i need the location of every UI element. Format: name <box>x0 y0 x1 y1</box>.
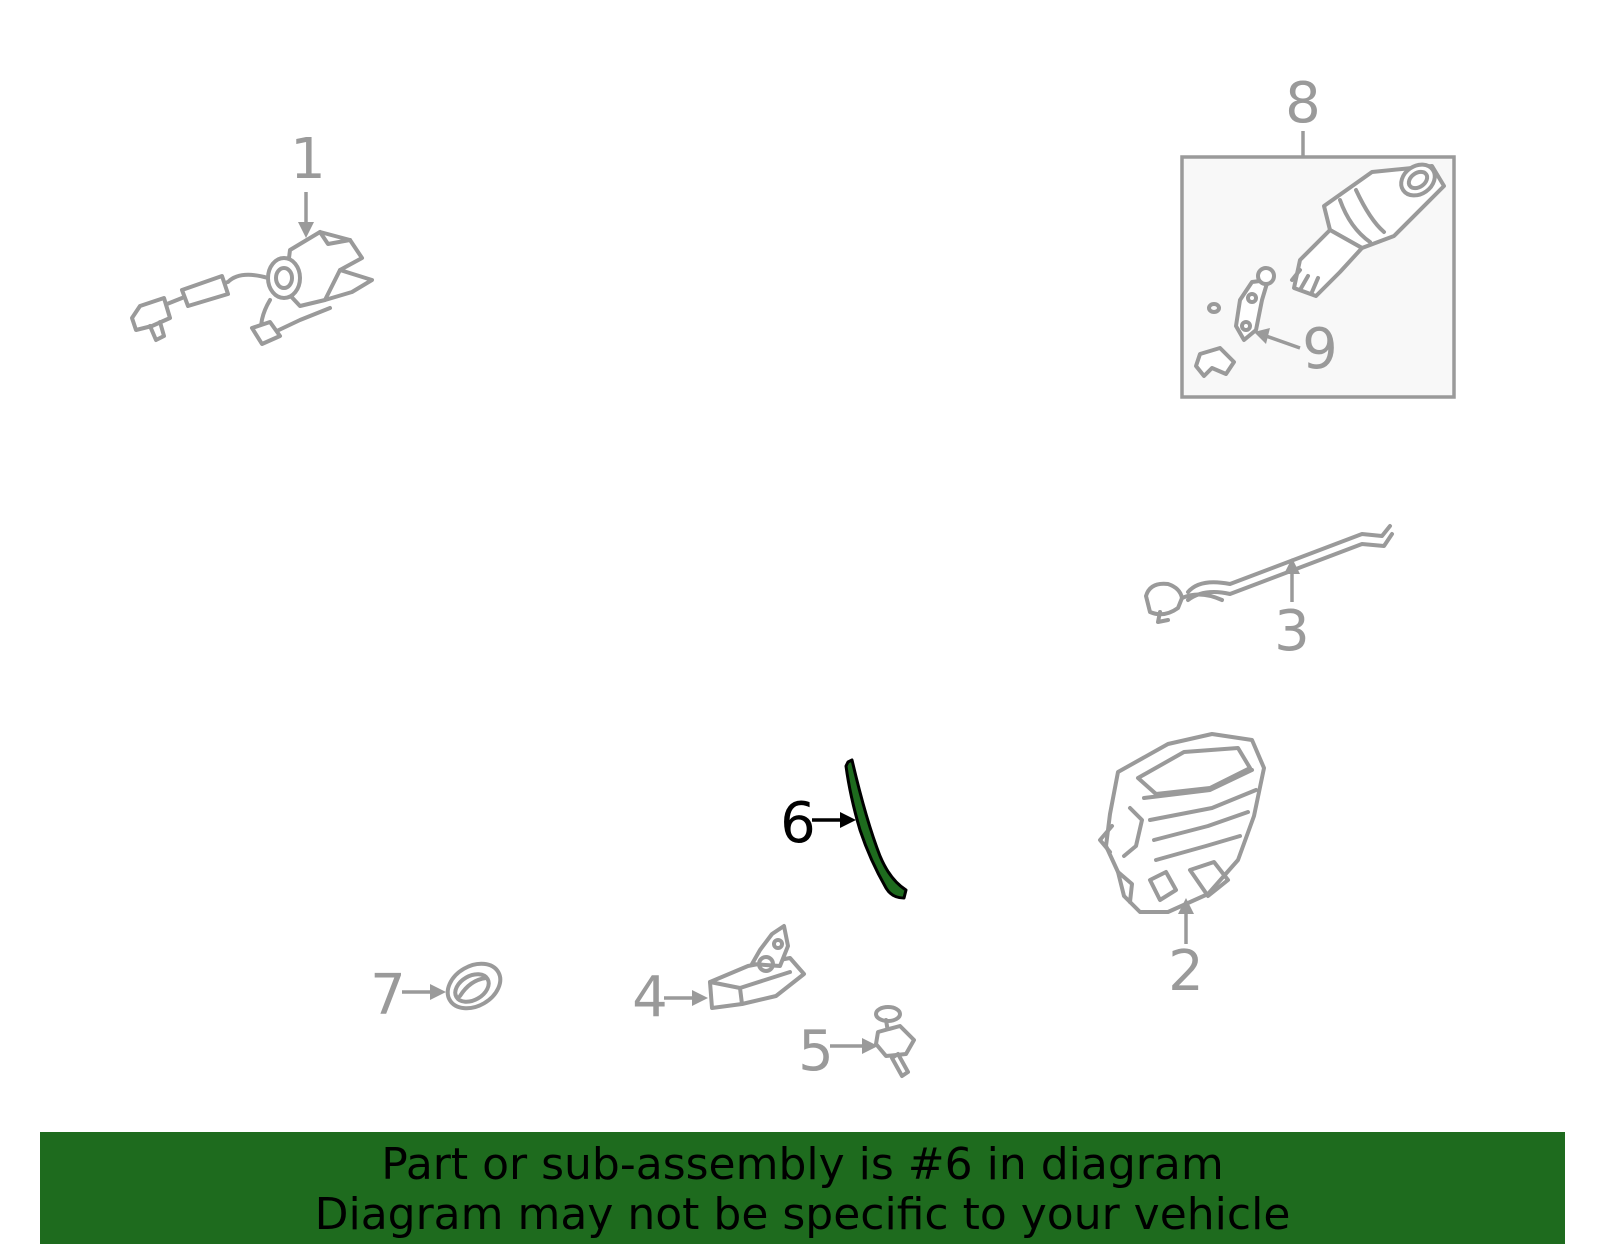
callout-5: 5 <box>798 1019 878 1084</box>
callout-3: 3 <box>1274 558 1310 664</box>
callout-7-label: 7 <box>370 963 406 1028</box>
callout-8: 8 <box>1285 71 1321 136</box>
callout-7: 7 <box>370 963 446 1028</box>
parts-diagram: 1 8 9 3 <box>130 71 1456 1084</box>
banner-line-1: Part or sub-assembly is #6 in diagram <box>381 1139 1224 1190</box>
part-8-illustration[interactable] <box>1290 158 1446 298</box>
callout-9: 9 <box>1254 317 1338 382</box>
callout-5-label: 5 <box>798 1019 834 1084</box>
part-3-illustration[interactable] <box>1144 524 1394 624</box>
callout-2-label: 2 <box>1168 939 1204 1004</box>
callout-4-label: 4 <box>632 965 668 1030</box>
part-7-illustration[interactable] <box>440 955 508 1018</box>
part-2-illustration[interactable] <box>1098 732 1266 914</box>
callout-8-label: 8 <box>1285 71 1321 136</box>
callout-4: 4 <box>632 965 708 1030</box>
part-9-illustration[interactable] <box>1194 266 1276 378</box>
callout-9-label: 9 <box>1302 317 1338 382</box>
callout-1-label: 1 <box>290 127 326 192</box>
part-5-illustration[interactable] <box>874 1005 916 1078</box>
callout-2: 2 <box>1168 898 1204 1004</box>
callout-6: 6 <box>780 791 856 856</box>
part-1-illustration[interactable] <box>130 230 374 346</box>
callout-3-label: 3 <box>1274 599 1310 664</box>
part-4-illustration[interactable] <box>708 924 806 1010</box>
info-banner: Part or sub-assembly is #6 in diagram Di… <box>40 1132 1565 1244</box>
callout-6-label: 6 <box>780 791 816 856</box>
banner-line-2: Diagram may not be specific to your vehi… <box>314 1189 1291 1240</box>
part-6-illustration[interactable] <box>844 758 908 900</box>
callout-1: 1 <box>290 127 326 238</box>
